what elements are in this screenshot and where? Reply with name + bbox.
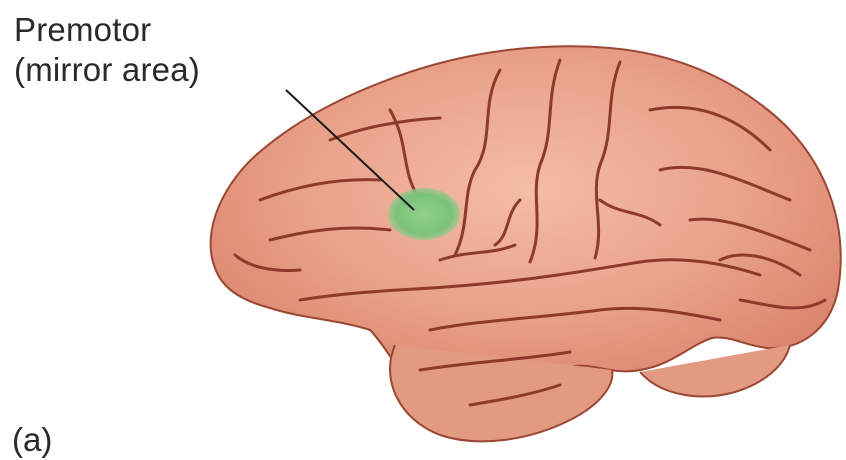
premotor-label: Premotor (mirror area): [14, 10, 200, 90]
cerebrum: [211, 46, 841, 402]
label-line-2: (mirror area): [14, 50, 200, 90]
label-line-1: Premotor: [14, 10, 200, 50]
panel-letter: (a): [12, 420, 52, 460]
